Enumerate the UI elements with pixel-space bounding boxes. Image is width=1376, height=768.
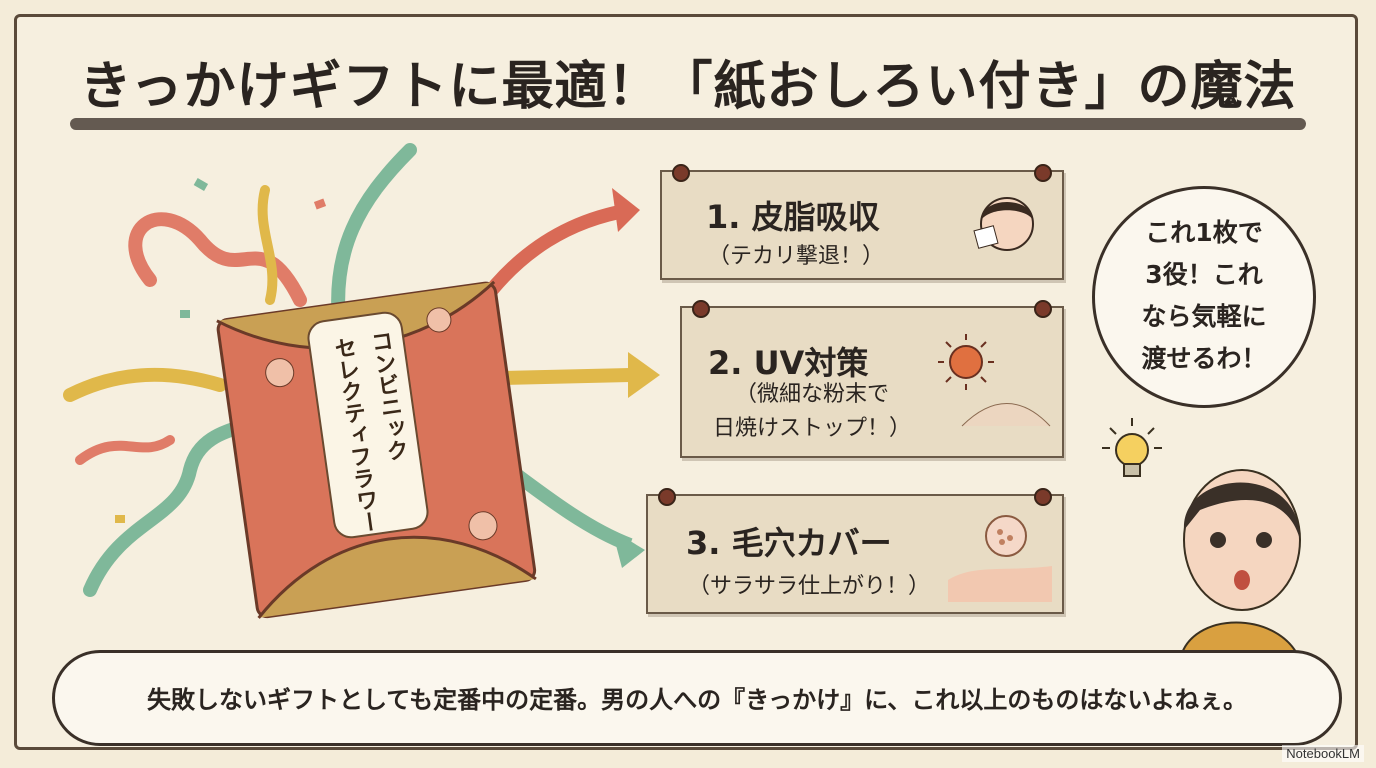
benefit-card-2: 2. UV対策 （微細な粉末で 日焼けストップ！） (680, 300, 1064, 458)
arrow-to-benefit-1 (474, 203, 632, 310)
pin-icon (1034, 300, 1052, 318)
benefit-card-3: 3. 毛穴カバー （サラサラ仕上がり！） (646, 488, 1064, 614)
benefit-title: 1. 皮脂吸収 (706, 198, 880, 236)
benefit-title: 3. 毛穴カバー (686, 524, 892, 562)
pore-magnifier-icon (948, 515, 1052, 602)
speech-text: これ1枚で 3役！これ なら気軽に 渡せるわ！ (1141, 218, 1267, 373)
light-bulb-icon (1102, 418, 1162, 477)
notebooklm-watermark: NotebookLM (1282, 745, 1364, 762)
benefit-subtitle: （微細な粉末で 日焼けストップ！） (712, 382, 911, 441)
title-underline (70, 118, 1306, 130)
benefit-card-1: 1. 皮脂吸収 （テカリ撃退！） (660, 164, 1064, 280)
pin-icon (1034, 164, 1052, 182)
page-title: きっかけギフトに最適！「紙おしろい付き」の魔法 (79, 57, 1297, 117)
bottom-speech-bubble (52, 650, 1342, 746)
sun-icon (938, 334, 1051, 427)
pin-icon (672, 164, 690, 182)
woman-character (1178, 469, 1302, 660)
arrow-to-benefit-2 (499, 368, 631, 385)
pin-icon (1034, 488, 1052, 506)
bottom-speech-text: 失敗しないギフトとしても定番中の定番。男の人への『きっかけ』に、これ以上のものは… (147, 686, 1247, 714)
pin-icon (692, 300, 710, 318)
pin-icon (658, 488, 676, 506)
speech-bubble (1092, 186, 1316, 408)
blotting-face-icon (973, 197, 1034, 251)
benefit-subtitle: （サラサラ仕上がり！） (688, 574, 931, 599)
benefit-title: 2. UV対策 (708, 344, 869, 382)
benefit-subtitle: （テカリ撃退！） (708, 244, 885, 269)
